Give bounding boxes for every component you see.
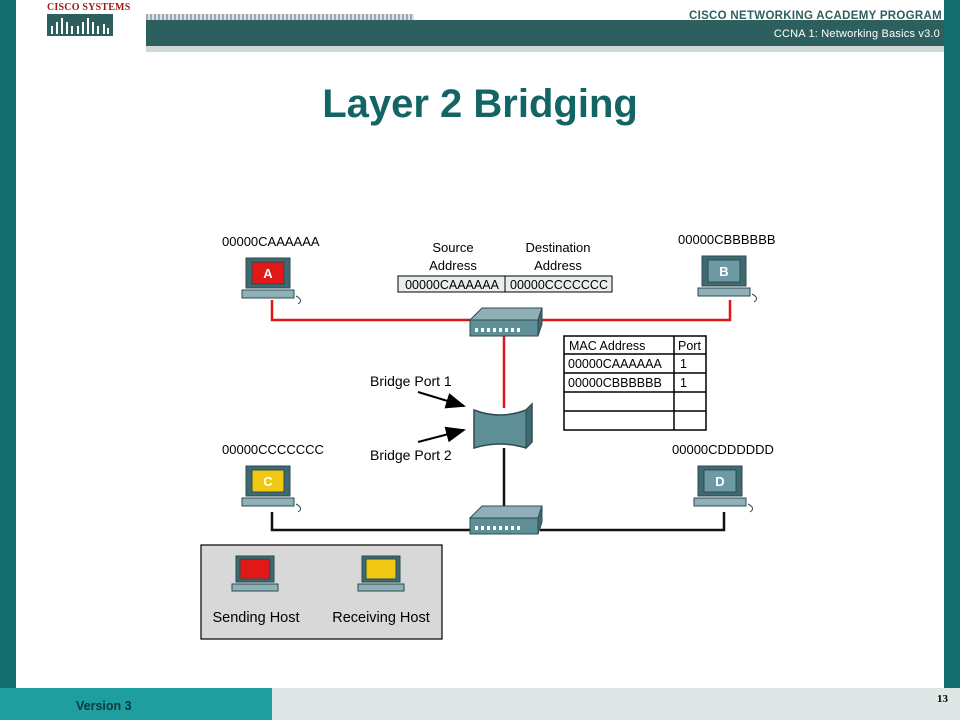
mac-table-header-address: MAC Address [569,339,645,353]
cisco-logo-text: CISCO SYSTEMS [47,2,131,13]
slide-title: Layer 2 Bridging [322,82,638,126]
host-a-letter: A [263,266,273,281]
bridge-port-2-arrow [417,426,466,443]
host-d-mac: 00000CDDDDDD [672,442,774,457]
header-stripe [146,14,414,20]
host-d-screen [703,469,737,493]
legend-sending-host-icon [231,555,279,592]
mac-table-row-1-address: 00000CAAAAAA [568,357,662,371]
link-hub-to-b [540,300,732,322]
bridge-port-1-label: Bridge Port 1 [370,373,452,389]
legend-receiving-host-label: Receiving Host [332,610,430,626]
destination-label-line2: Address [534,258,582,273]
mac-table-row-1-port: 1 [680,357,687,371]
bridge-icon [473,402,533,450]
mac-table-row-2-address: 00000CBBBBBB [568,376,662,390]
host-a-mac: 00000CAAAAAA [222,234,320,249]
host-d-letter: D [715,474,724,489]
host-c-screen [251,469,285,493]
header-band [146,20,944,46]
link-a-to-hub [270,300,470,322]
mac-table-row-2-port: 1 [680,376,687,390]
bridge-port-1-arrow [417,391,466,409]
program-name: CISCO NETWORKING ACADEMY PROGRAM [688,10,942,22]
source-label-line2: Address [429,258,477,273]
host-b-mac: 00000CBBBBBB [678,232,776,247]
destination-label-line1: Destination [525,240,590,255]
left-frame-bar [0,0,16,688]
slide-number: 13 [937,693,948,705]
host-b-screen [707,259,741,283]
host-d: 00000CDDDDDD D [672,442,774,513]
header-underline [146,46,944,52]
hub-bottom-icon [468,505,543,535]
frame-addresses: Source Address Destination Address 00000… [397,240,613,293]
hub-top-icon [468,307,543,337]
host-b-letter: B [719,264,728,279]
host-c: 00000CCCCCCC C [222,442,324,513]
version-label: Version 3 [76,699,132,713]
source-address-value: 00000CAAAAAA [405,278,499,292]
link-c-to-hub [270,512,470,532]
cisco-logo-icon [47,14,113,36]
mac-table-header-port: Port [678,339,701,353]
bridge-port-2-label: Bridge Port 2 [370,447,452,463]
link-hub-to-d [540,512,726,532]
footer-version-panel [0,688,272,720]
right-frame-bar [944,0,960,688]
legend-receiving-host-icon [357,555,405,592]
destination-address-value: 00000CCCCCCC [510,278,608,292]
legend-box: Sending Host Receiving Host [200,544,443,640]
host-c-mac: 00000CCCCCCC [222,442,324,457]
host-a-screen [251,261,285,285]
host-c-letter: C [263,474,273,489]
source-label-line1: Source [432,240,473,255]
mac-address-table: MAC Address Port 00000CAAAAAA 1 00000CBB… [563,335,707,431]
host-b: 00000CBBBBBB B [678,232,776,303]
course-name: CCNA 1: Networking Basics v3.0 [773,28,940,40]
host-a: 00000CAAAAAA A [222,234,320,305]
legend-sending-host-label: Sending Host [212,610,299,626]
network-links [270,300,732,532]
